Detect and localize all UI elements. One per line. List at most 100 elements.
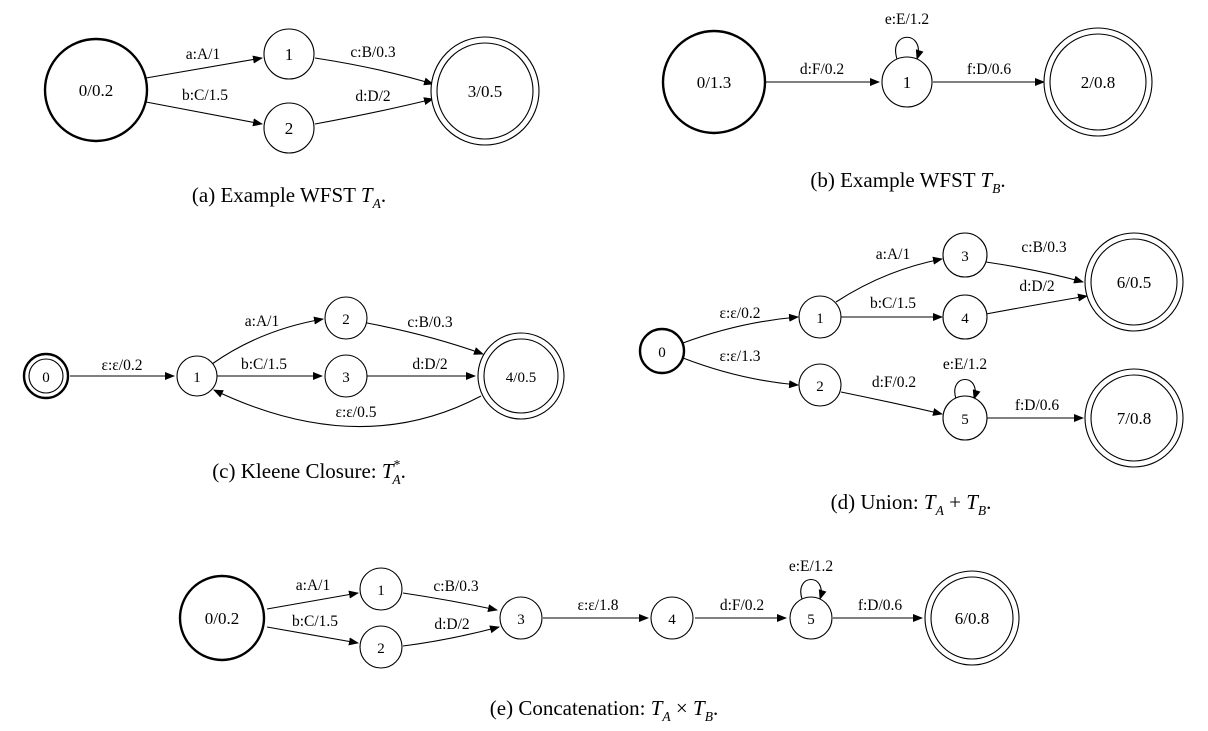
node-label-c-1: 1 [193, 370, 201, 386]
panel-e: 0/0.2 1 2 3 4 5 6/0.8 a:A/1 b:C/1.5 c:B/… [178, 558, 1020, 724]
node-label-a-2: 2 [285, 119, 294, 138]
edge-label-e-0-2: b:C/1.5 [292, 613, 338, 630]
node-d-6-inner [1090, 238, 1178, 326]
node-label-d-2: 2 [816, 379, 824, 395]
node-e-1 [359, 567, 403, 611]
node-label-a-1: 1 [285, 45, 294, 64]
panel-c: 0 1 2 3 4/0.5 ε:ε/0.2 a:A/1 b:C/1.5 c:B/… [22, 296, 565, 487]
edge-label-e-0-1: a:A/1 [296, 577, 330, 594]
node-label-c-3: 3 [342, 370, 350, 386]
edge-d-3-6 [985, 261, 1084, 284]
node-e-4 [650, 596, 694, 640]
node-e-5 [789, 596, 833, 640]
edge-e-0-2 [266, 626, 359, 646]
node-d-1 [798, 295, 842, 339]
node-d-0 [638, 327, 686, 375]
caption-e: (e) Concatenation: TA × TB. [490, 696, 718, 724]
node-a-3-inner [436, 42, 534, 140]
panel-a: 0/0.2 1 2 3/0.5 a:A/1 b:C/1.5 c:B/0.3 d:… [43, 28, 540, 211]
edge-e-0-1 [266, 590, 359, 610]
edge-d-5-5 [954, 378, 981, 400]
node-label-e-4: 4 [668, 612, 676, 628]
edge-label-e-5-5: e:E/1.2 [789, 558, 833, 575]
node-label-e-0: 0/0.2 [205, 609, 239, 628]
edge-label-a-2-3: d:D/2 [355, 88, 390, 105]
edge-label-c-4-1: ε:ε/0.5 [335, 404, 376, 421]
node-e-0 [178, 574, 266, 662]
node-a-2 [263, 102, 315, 154]
node-label-d-1: 1 [816, 311, 824, 327]
edge-label-b-0-1: d:F/0.2 [800, 61, 844, 78]
edge-label-e-5-6: f:D/0.6 [858, 597, 903, 614]
edge-d-0-2 [682, 357, 799, 389]
edge-label-d-3-6: c:B/0.3 [1021, 239, 1066, 256]
edge-e-5-5 [800, 578, 827, 600]
node-label-d-4: 4 [961, 311, 969, 327]
node-c-0-inner [28, 358, 64, 394]
panel-d: 0 1 2 3 4 5 6/0.5 7/0.8 ε:ε/0.2 ε:ε/1.3 … [638, 232, 1184, 518]
node-label-e-6: 6/0.8 [955, 609, 989, 628]
edge-c-1-2 [211, 316, 324, 365]
node-label-b-0: 0/1.3 [697, 73, 731, 92]
node-d-7-inner [1090, 374, 1178, 462]
edge-label-d-0-1: ε:ε/0.2 [719, 305, 760, 322]
edge-c-4-1 [213, 389, 482, 428]
edge-label-a-0-1: a:A/1 [186, 46, 220, 63]
node-c-3 [324, 354, 368, 398]
node-label-c-2: 2 [342, 312, 350, 328]
node-e-6-inner [930, 576, 1014, 660]
node-label-b-2: 2/0.8 [1081, 73, 1115, 92]
edge-d-4-6 [985, 293, 1088, 315]
node-e-2 [359, 625, 403, 669]
edge-d-0-1 [682, 313, 799, 344]
node-label-e-5: 5 [807, 612, 815, 628]
edge-c-2-4 [366, 322, 484, 355]
edge-label-e-2-3: d:D/2 [434, 616, 469, 633]
edge-a-0-2 [145, 101, 263, 127]
edge-label-c-3-4: d:D/2 [412, 356, 447, 373]
caption-c: (c) Kleene Closure: T*A. [212, 457, 406, 487]
node-d-4 [942, 294, 988, 340]
node-label-d-0: 0 [658, 345, 666, 361]
edge-label-b-1-1: e:E/1.2 [885, 11, 929, 28]
edge-label-d-2-5: d:F/0.2 [872, 374, 916, 391]
node-a-1 [263, 28, 315, 80]
node-d-2 [798, 363, 842, 407]
node-label-a-0: 0/0.2 [79, 81, 113, 100]
node-d-5 [942, 395, 988, 441]
node-label-e-3: 3 [517, 612, 525, 628]
edge-label-d-5-5: e:E/1.2 [943, 356, 987, 373]
edge-label-c-1-3: b:C/1.5 [241, 356, 287, 373]
node-c-1 [176, 355, 218, 397]
edge-label-d-4-6: d:D/2 [1019, 278, 1054, 295]
node-b-2-inner [1049, 33, 1147, 131]
edge-label-c-0-1: ε:ε/0.2 [101, 357, 142, 374]
edge-label-a-1-3: c:B/0.3 [350, 44, 395, 61]
node-c-4-inner [483, 338, 559, 414]
node-label-c-4: 4/0.5 [506, 370, 536, 386]
edge-d-1-3 [835, 256, 943, 303]
node-label-c-0: 0 [42, 370, 50, 386]
edge-a-1-3 [314, 57, 434, 86]
edge-label-d-1-3: a:A/1 [876, 246, 910, 263]
edge-label-c-2-4: c:B/0.3 [407, 314, 452, 331]
node-label-a-3: 3/0.5 [468, 82, 502, 101]
caption-b: (b) Example WFST TB. [810, 168, 1005, 196]
edge-e-1-3 [402, 592, 498, 613]
edge-label-a-0-2: b:C/1.5 [182, 87, 228, 104]
edge-label-d-1-4: b:C/1.5 [870, 295, 916, 312]
edge-label-d-0-2: ε:ε/1.3 [719, 348, 760, 365]
node-b-0 [661, 29, 767, 135]
node-label-d-6: 6/0.5 [1117, 273, 1151, 292]
node-e-3 [499, 596, 543, 640]
edge-a-2-3 [314, 97, 434, 125]
edge-d-2-5 [840, 391, 943, 416]
node-label-d-5: 5 [961, 412, 969, 428]
edge-label-e-4-5: d:F/0.2 [720, 597, 764, 614]
node-c-2 [324, 296, 368, 340]
node-label-e-1: 1 [377, 583, 385, 599]
edge-label-e-3-4: ε:ε/1.8 [577, 597, 618, 614]
edge-label-b-1-2: f:D/0.6 [967, 61, 1012, 78]
panel-b: 0/1.3 1 2/0.8 d:F/0.2 e:E/1.2 f:D/0.6 (b… [661, 11, 1153, 196]
